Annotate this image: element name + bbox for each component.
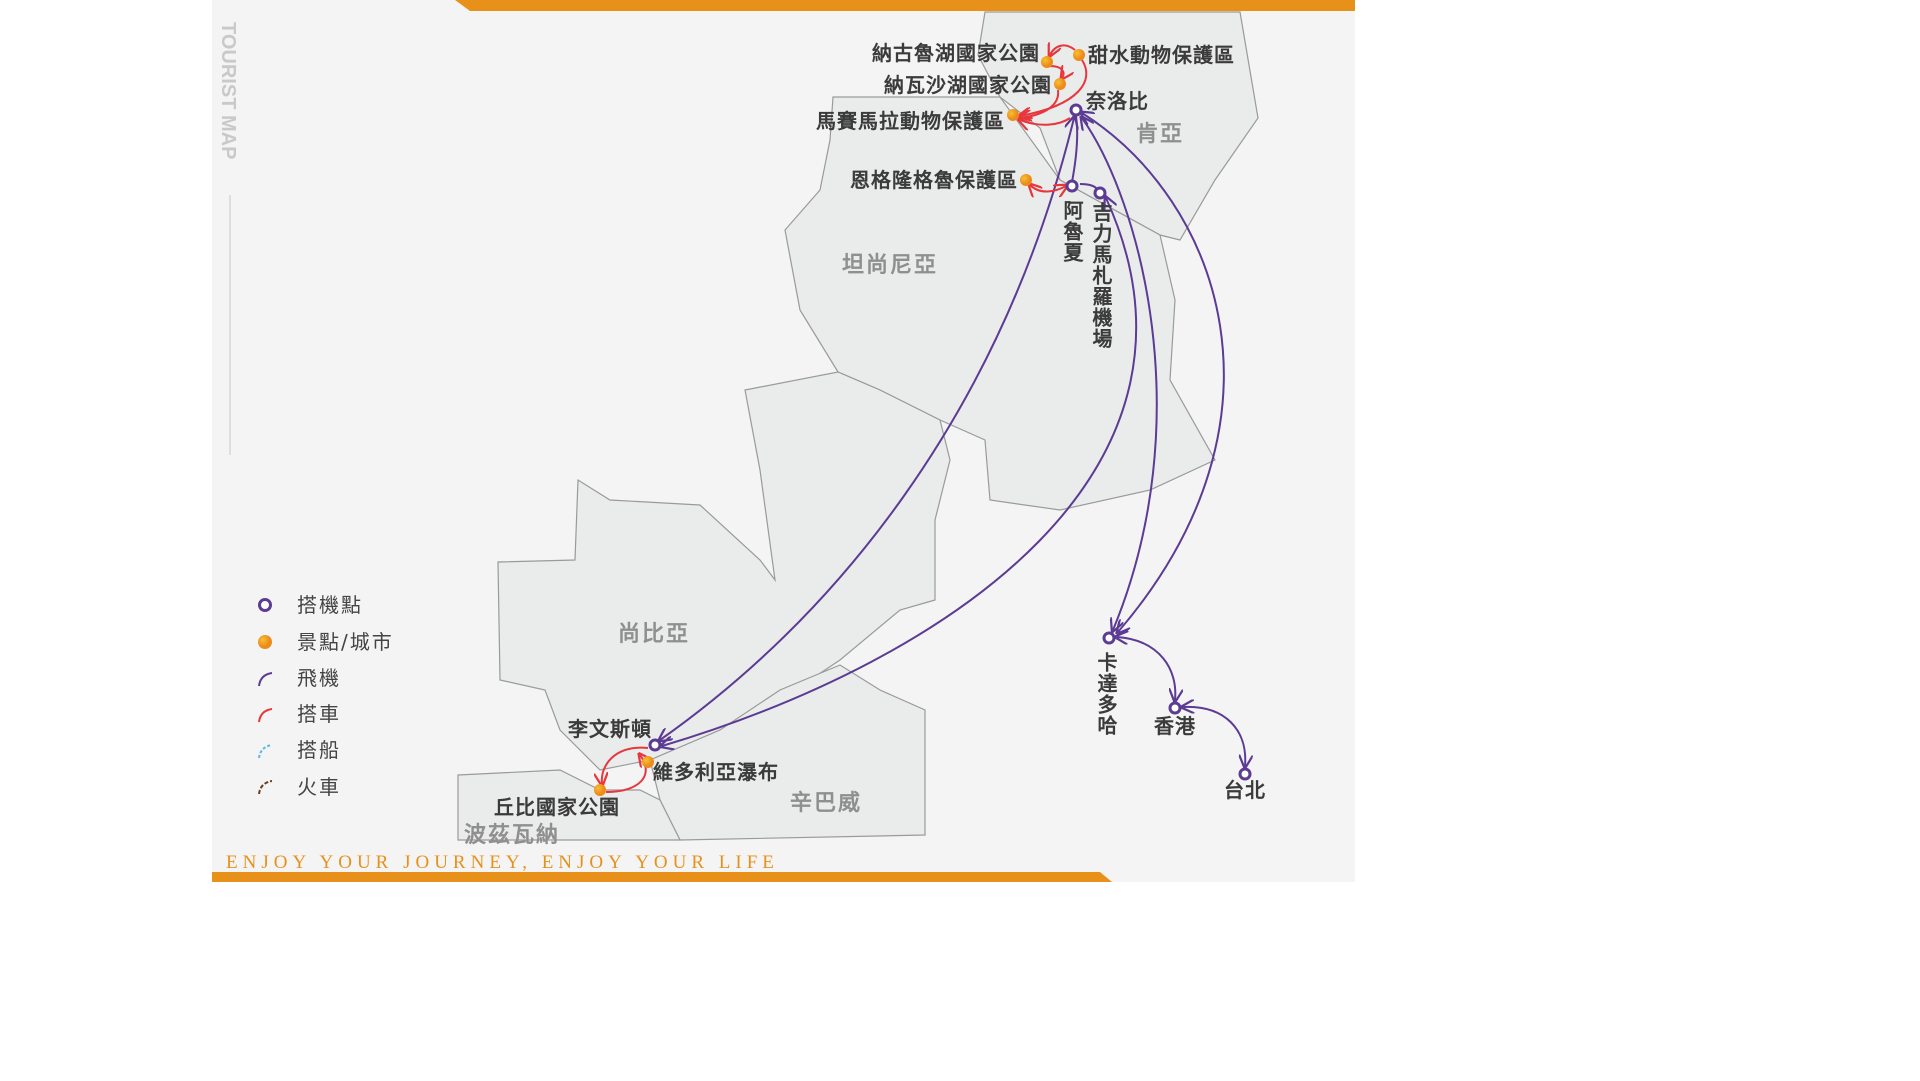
airport-doha[interactable] (1102, 631, 1116, 645)
label-victoria: 維多利亞瀑布 (653, 760, 779, 784)
spot-dot-icon (258, 635, 272, 649)
label-masaimara: 馬賽馬拉動物保護區 (816, 109, 1005, 133)
spot-victoria[interactable] (642, 756, 654, 768)
flight-routes (660, 113, 1245, 766)
side-title: TOURIST MAP (217, 22, 239, 159)
label-taipei: 台北 (1224, 778, 1266, 802)
legend-label: 火車 (297, 775, 341, 799)
boat-arc-icon (258, 744, 273, 759)
label-naivasha: 納瓦沙湖國家公園 (884, 73, 1052, 97)
airport-livingstone[interactable] (648, 738, 662, 752)
label-ngorongoro: 恩格隆格魯保護區 (850, 168, 1018, 192)
car-routes (602, 45, 1088, 793)
airport-taipei[interactable] (1238, 767, 1252, 781)
car-arc-icon (258, 708, 273, 723)
airport-markers[interactable] (648, 103, 1252, 781)
label-sweetwaters: 甜水動物保護區 (1088, 43, 1235, 67)
label-arusha: 阿魯夏 (1060, 200, 1084, 263)
label-kilimanjaro: 吉力馬札羅機場 (1089, 202, 1113, 349)
airport-kilimanjaro[interactable] (1093, 186, 1107, 200)
legend: 搭機點 景點/城市 飛機 搭車 搭船 火車 (258, 593, 394, 799)
label-livingstone: 李文斯頓 (567, 717, 652, 741)
label-hongkong: 香港 (1154, 714, 1196, 738)
label-doha: 卡達多哈 (1094, 652, 1118, 736)
bottom-accent-bar (212, 872, 1112, 882)
legend-label: 搭機點 (297, 593, 363, 617)
train-arc-icon (258, 780, 273, 795)
flight-arc-icon (258, 672, 273, 687)
airport-ring-icon (258, 598, 272, 612)
spot-masaimara[interactable] (1007, 109, 1019, 121)
airport-arusha[interactable] (1065, 179, 1079, 193)
country-zambia: 尚比亞 (618, 622, 690, 647)
country-botswana: 波茲瓦納 (464, 822, 560, 848)
spot-chobe[interactable] (594, 784, 606, 796)
legend-label: 搭車 (297, 702, 341, 726)
spot-naivasha[interactable] (1054, 78, 1066, 90)
botswana-shape (457, 769, 681, 841)
airport-nairobi[interactable] (1069, 103, 1083, 117)
label-nairobi: 奈洛比 (1085, 89, 1149, 113)
top-accent-bar (455, 0, 1355, 11)
legend-label: 景點/城市 (297, 630, 394, 654)
country-zimbabwe: 辛巴威 (790, 790, 862, 816)
spot-sweetwaters[interactable] (1073, 49, 1085, 61)
spot-ngorongoro[interactable] (1020, 174, 1032, 186)
airport-hongkong[interactable] (1168, 701, 1182, 715)
footer-slogan: ENJOY YOUR JOURNEY, ENJOY YOUR LIFE (226, 852, 779, 873)
label-nakuru: 納古魯湖國家公園 (872, 41, 1040, 65)
label-chobe: 丘比國家公園 (494, 795, 620, 819)
legend-label: 搭船 (297, 738, 341, 762)
country-kenya: 肯亞 (1136, 122, 1184, 147)
spot-markers[interactable] (594, 49, 1085, 796)
spot-nakuru[interactable] (1041, 56, 1053, 68)
country-tanzania: 坦尚尼亞 (842, 253, 938, 278)
legend-label: 飛機 (297, 666, 341, 690)
